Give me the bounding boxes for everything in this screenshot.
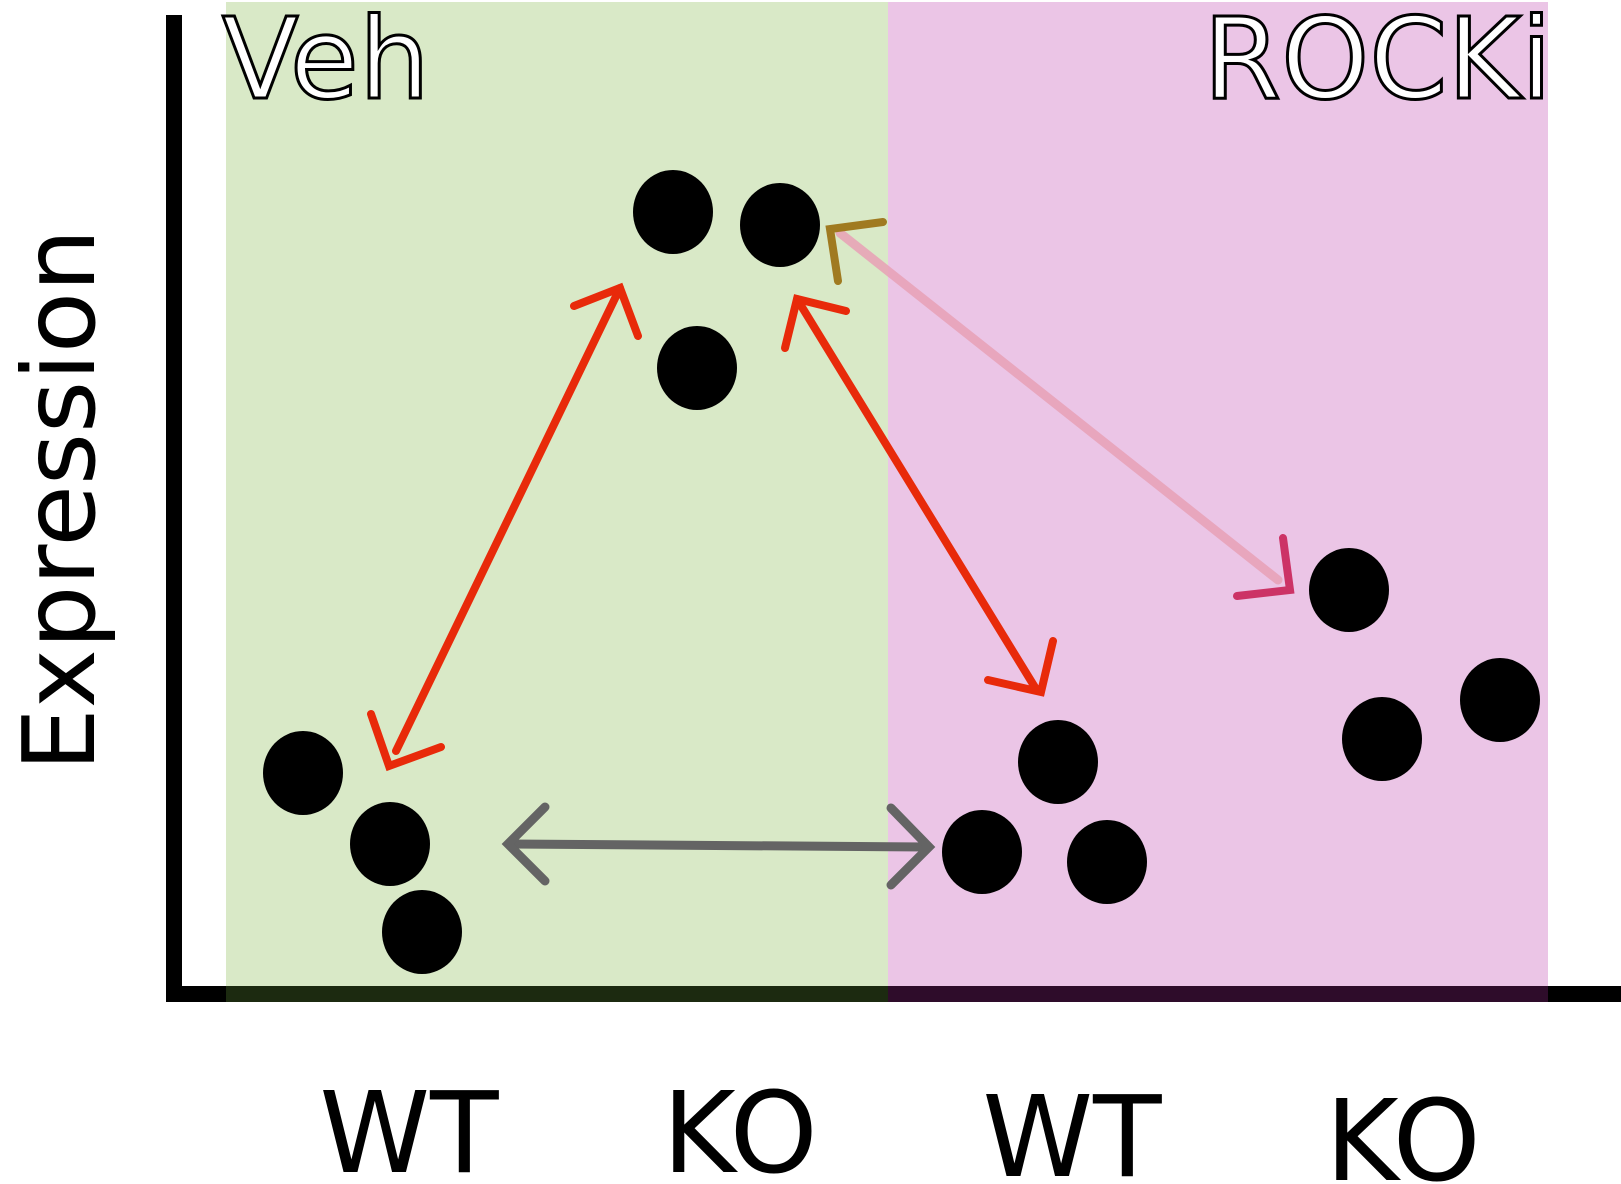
group-veh-wt (263, 731, 462, 974)
data-dot (263, 731, 343, 815)
arrow-veh-ko-to-rocki-ko-shaft (835, 228, 1283, 585)
rocki-region-label: ROCKi (1203, 0, 1552, 125)
data-dot (942, 810, 1022, 894)
veh-region (226, 2, 888, 997)
data-dot (633, 170, 713, 254)
group-rocki-wt (942, 720, 1147, 904)
x-label-rocki-wt: WT (982, 1073, 1162, 1184)
arrow-veh-wt-rocki-wt (501, 802, 936, 890)
x-label-rocki-ko: KO (1325, 1077, 1480, 1184)
y-axis-label: Expression (1, 229, 118, 772)
data-dot (1309, 548, 1389, 632)
data-dot (657, 326, 737, 410)
data-dot (1342, 697, 1422, 781)
group-veh-ko (633, 170, 820, 410)
group-rocki-ko (1309, 548, 1540, 781)
arrow-veh-ko-to-rocki-ko-head-start (825, 218, 887, 285)
data-dot (350, 802, 430, 886)
data-dot (1067, 820, 1147, 904)
arrow-veh-wt-veh-ko (367, 282, 642, 772)
arrow-veh-ko-rocki-wt (781, 294, 1057, 697)
arrow-veh-ko-to-rocki-ko-head-end (1233, 534, 1295, 600)
x-label-veh-ko: KO (662, 1069, 817, 1184)
data-dot (740, 183, 820, 267)
x-label-veh-wt: WT (319, 1069, 499, 1184)
data-dot (382, 890, 462, 974)
veh-region-label: Veh (222, 0, 430, 125)
data-dot (1018, 720, 1098, 804)
data-dot (1460, 658, 1540, 742)
